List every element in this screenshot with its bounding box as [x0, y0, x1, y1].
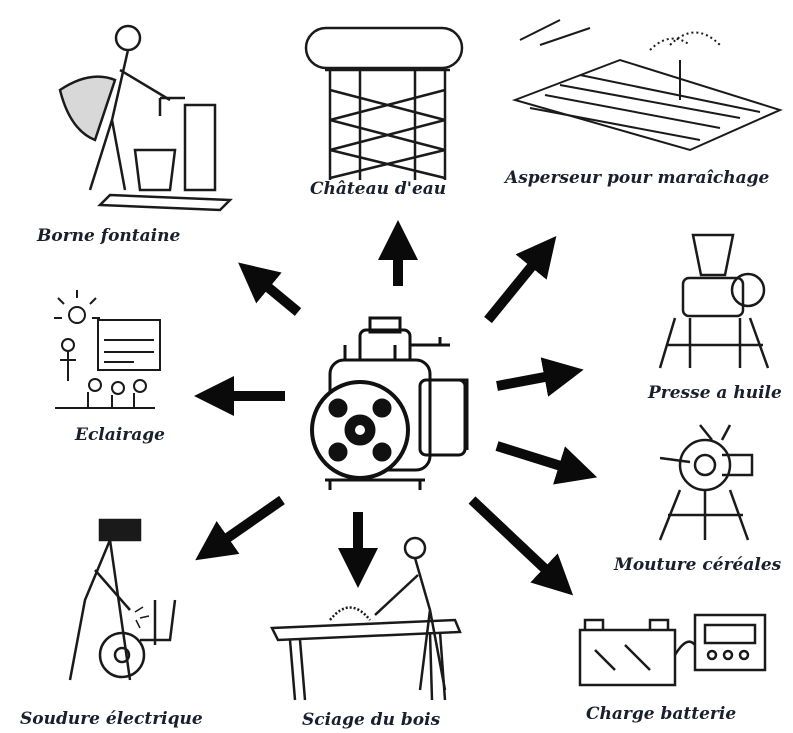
- water-tap-woman-icon: [60, 26, 230, 210]
- water-tower-icon: [306, 28, 462, 180]
- welder-icon: [70, 520, 175, 680]
- arrow-mouture: [497, 446, 580, 472]
- label-soudure: Soudure électrique: [20, 709, 203, 729]
- label-borne-fontaine: Borne fontaine: [36, 226, 180, 246]
- label-chateau-eau: Château d'eau: [310, 179, 446, 199]
- arrow-presse-huile: [497, 373, 566, 386]
- oil-press-icon: [660, 235, 768, 368]
- label-eclairage: Eclairage: [74, 425, 165, 445]
- sprinkler-field-icon: [515, 20, 780, 150]
- arrow-asperseur: [488, 250, 545, 320]
- battery-charger-icon: [580, 615, 765, 685]
- grain-mill-icon: [660, 425, 752, 540]
- arrow-soudure: [210, 500, 282, 550]
- lamp-lighting-icon: [54, 290, 160, 408]
- diesel-engine-icon: [312, 318, 467, 490]
- arrow-borne-fontaine: [252, 274, 298, 312]
- label-charge-batterie: Charge batterie: [586, 704, 736, 724]
- label-asperseur: Asperseur pour maraîchage: [503, 168, 770, 188]
- wood-saw-icon: [272, 538, 460, 700]
- arrow-charge-batterie: [472, 500, 560, 583]
- label-presse-huile: Presse a huile: [647, 383, 782, 403]
- label-mouture: Mouture céréales: [613, 555, 782, 575]
- label-sciage-bois: Sciage du bois: [302, 710, 441, 730]
